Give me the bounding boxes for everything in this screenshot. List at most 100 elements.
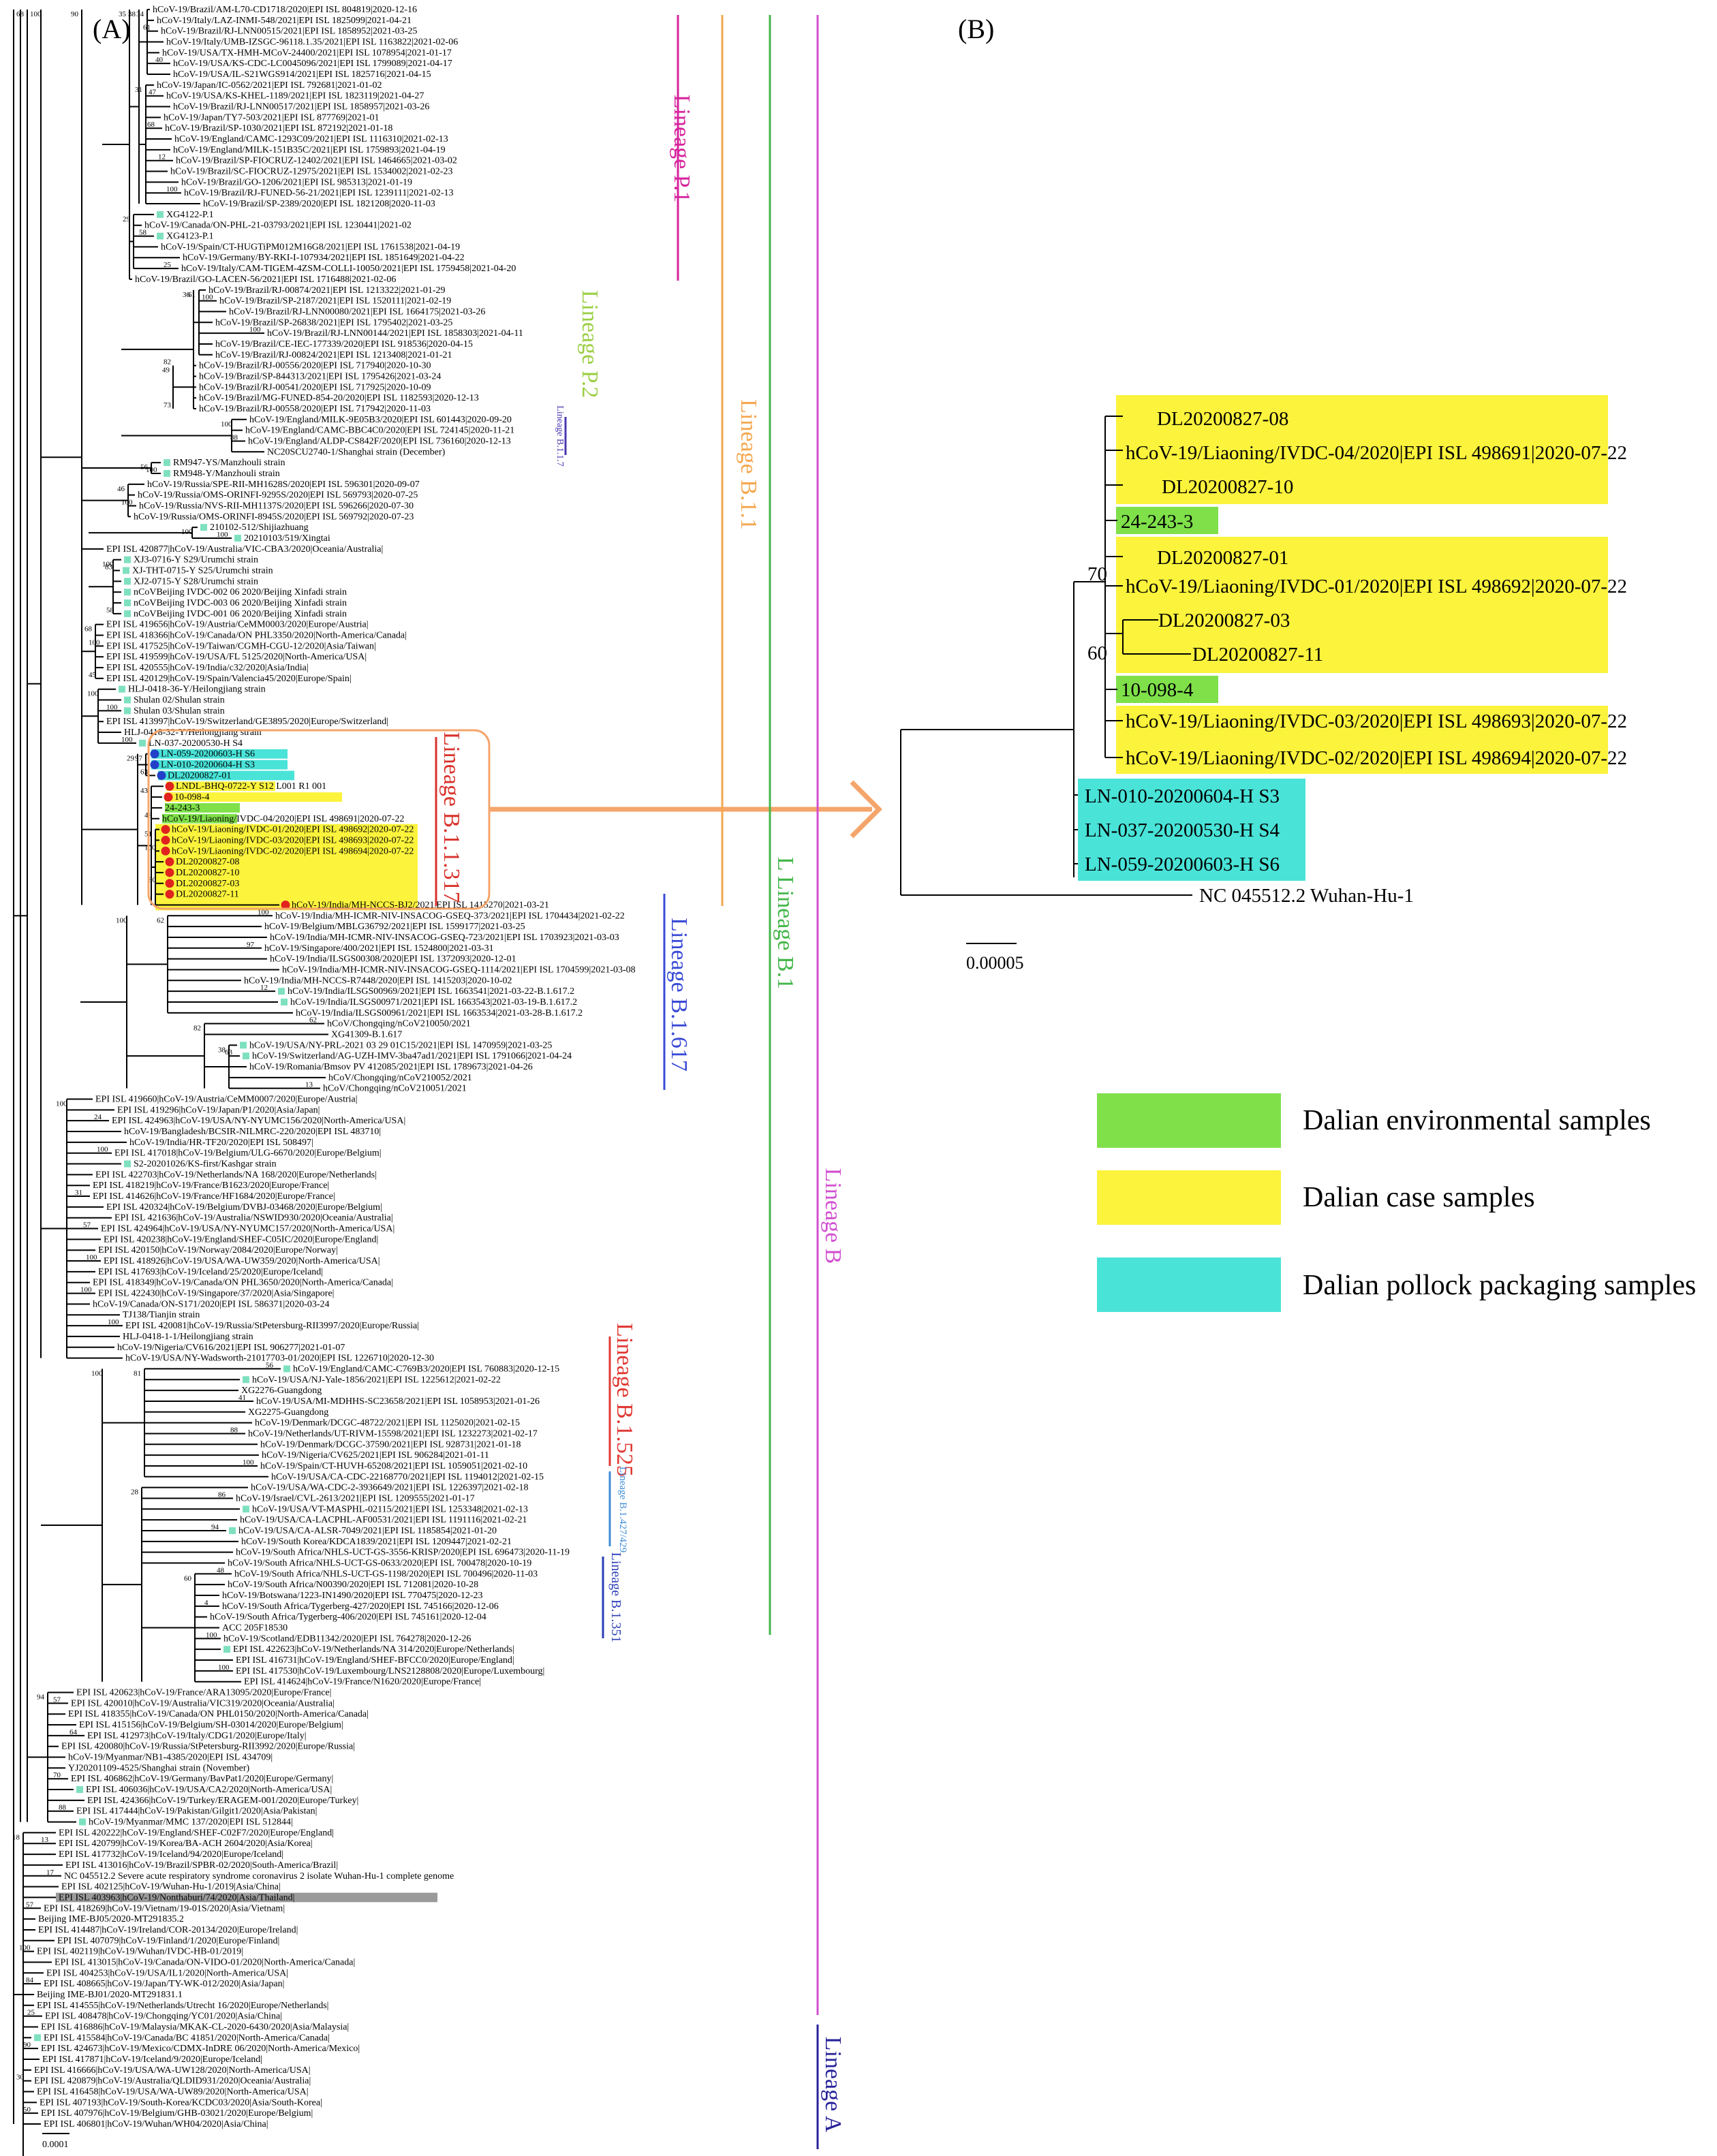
- tip-label: hCoV/Chongqing/nCoV210050/2021: [327, 1019, 471, 1029]
- sample-square: [283, 1365, 290, 1373]
- tip-label: EPI ISL 415584|hCoV-19/Canada/BC 41851/2…: [44, 2033, 330, 2043]
- bootstrap-value: 43: [140, 787, 149, 795]
- bootstrap-value: 82: [164, 358, 171, 366]
- tip-label: DL20200827-03: [176, 879, 239, 889]
- lineage-label-b11317: Lineage B.1.1.317: [439, 732, 464, 903]
- tip-label: hCoV-19/Brazil/SP-844313/2021|EPI ISL 17…: [199, 371, 441, 381]
- tip-label: hCoV-19/Myanmar/MMC 137/2020|EPI ISL 512…: [89, 1817, 293, 1828]
- panel-a-highlights: [56, 749, 437, 1903]
- tip-label: Beijing IME-BJ01/2020-MT291831.1: [37, 1990, 183, 2000]
- panel-b-tip: DL20200827-08: [1157, 408, 1288, 430]
- sample-square: [200, 524, 207, 531]
- tip-label: hCoV-19/Brazil/RJ-00558/2020|EPI ISL 717…: [199, 404, 431, 414]
- tip-label: EPI ISL 407193|hCoV-19/South-Korea/KCDC0…: [40, 2097, 322, 2108]
- scale-bar-b-label: 0.00005: [966, 953, 1024, 973]
- sample-square: [234, 535, 241, 542]
- tip-label: hCoV-19/Brazil/SP-FIOCRUZ-12402/2021|EPI…: [176, 156, 457, 166]
- bootstrap-value: 31: [75, 1189, 82, 1197]
- bootstrap-value: 100: [221, 420, 232, 428]
- bootstrap-value: 94: [37, 1693, 45, 1702]
- tip-label: hCoV-19/Israel/CVL-2613/2021|EPI ISL 120…: [236, 1493, 475, 1503]
- bootstrap-value: 61: [143, 24, 151, 32]
- tip-label: EPI ISL 424964|hCoV-19/USA/NY-NYUMC157/2…: [101, 1224, 395, 1234]
- tip-label: DL20200827-11: [176, 890, 239, 900]
- lineage-label-p2: Lineage P.2: [577, 290, 602, 399]
- panel-b-tip: LN-010-20200604-H S3: [1085, 785, 1280, 807]
- bootstrap-value: 46: [117, 485, 125, 493]
- bootstrap-value: 13: [305, 1081, 313, 1089]
- tip-label: XG41309-B.1.617: [331, 1029, 402, 1040]
- tip-label: hCoV-19/Scotland/EDB11342/2020|EPI ISL 7…: [223, 1634, 471, 1644]
- tip-label: EPI ISL 420238|hCoV-19/England/SHEF-C05I…: [104, 1234, 378, 1245]
- bootstrap-value: 45: [89, 671, 97, 679]
- tip-label: XG4122-P.1: [166, 210, 214, 220]
- panel-b-case-box-3: [1116, 706, 1608, 774]
- bootstrap-value: 36: [183, 291, 191, 299]
- tip-label: hCoV-19/England/MILK-9E05B3/2020|EPI ISL…: [249, 415, 512, 425]
- reference-highlight: [56, 1892, 437, 1903]
- tip-label: hCoV-19/USA/TX-HMH-MCoV-24400/2021|EPI I…: [162, 48, 452, 58]
- case-dot: [165, 781, 174, 791]
- tip-label: hCoV-19/South Korea/KDCA1839/2021|EPI IS…: [241, 1537, 512, 1547]
- sample-square: [124, 1160, 131, 1168]
- case-dot: [281, 900, 290, 909]
- tip-label: hCoV-19/USA/CA-ALSR-7049/2021|EPI ISL 11…: [238, 1526, 497, 1536]
- sample-square: [124, 589, 131, 596]
- tip-label: EPI ISL 420555|hCoV-19/India/c32/2020|As…: [106, 663, 309, 673]
- tip-label: hCoV-19/Brazil/MG-FUNED-854-20/2020|EPI …: [199, 393, 479, 403]
- bootstrap-value: 73: [164, 401, 172, 409]
- tip-label: hCoV-19/South Africa/NHLS-UCT-GS-0633/20…: [228, 1558, 531, 1568]
- tip-label: hCoV-19/Italy/LAZ-INMI-548/2021|EPI ISL …: [157, 16, 412, 26]
- tip-label: EPI ISL 406801|hCoV-19/Wuhan/WH04/2020|A…: [44, 2119, 268, 2129]
- tip-label: XJ-THT-0715-Y S25/Urumchi strain: [132, 566, 273, 576]
- tip-label: EPI ISL 408478|hCoV-19/Chongqing/YC01/20…: [45, 2012, 282, 2022]
- tip-label: hCoV-19/England/CAMC-BBC4C0/2020|EPI ISL…: [245, 426, 514, 436]
- bootstrap-value: 28: [131, 1488, 139, 1497]
- sample-square: [119, 685, 125, 693]
- tip-label: hCoV-19/Brazil/RJ-LNN00517/2021|EPI ISL …: [173, 102, 429, 112]
- panel-b-tip: LN-059-20200603-H S6: [1085, 854, 1280, 875]
- legend-swatch-case: [1097, 1170, 1281, 1225]
- tip-label: EPI ISL 418366|hCoV-19/Canada/ON PHL3350…: [106, 631, 407, 641]
- tip-label: hCoV-19/Brazil/RJ-FUNED-56-21/2021|EPI I…: [184, 188, 454, 198]
- tip-label: nCoVBeijing IVDC-002 06 2020/Beijing Xin…: [134, 587, 347, 597]
- bootstrap-value: 97: [247, 941, 255, 949]
- tip-label: Shulan 02/Shulan strain: [134, 696, 225, 706]
- bootstrap-value: 35: [119, 10, 127, 18]
- packaging-dot: [157, 770, 166, 780]
- panel-b-bootstrap: 60: [1087, 642, 1107, 664]
- bootstrap-value: 24: [94, 1113, 102, 1121]
- panel-a-branches: [13, 9, 328, 2156]
- bootstrap-value: 100: [218, 1663, 230, 1672]
- legend: Dalian environmental samples Dalian case…: [1097, 1093, 1696, 1312]
- tip-label: hCoV-19/USA/NY-PRL-2021 03 29 01C15/2021…: [249, 1040, 552, 1050]
- case-dot: [161, 846, 170, 856]
- tip-label: hCoV/Chongqing/nCoV210052/2021: [328, 1073, 472, 1083]
- bootstrap-value: 18: [12, 1833, 20, 1841]
- bootstrap-value: 90: [23, 2041, 31, 2049]
- sample-square: [164, 459, 170, 467]
- tip-label: EPI ISL 420010|hCoV-19/Australia/VIC319/…: [71, 1698, 335, 1708]
- tip-label: RM947-YS/Manzhouli strain: [173, 458, 285, 468]
- case-dot: [165, 890, 174, 899]
- tip-label: hCoV-19/Brazil/SP-2187/2021|EPI ISL 1520…: [219, 296, 451, 307]
- bootstrap-value: 25: [27, 2009, 35, 2017]
- tip-label: hCoV-19/Brazil/SP-2389/2020|EPI ISL 1821…: [203, 199, 435, 209]
- tip-label: hCoV-19/Italy/CAM-TIGEM-4ZSM-COLLI-10050…: [181, 264, 516, 274]
- panel-b-bootstrap: 70: [1087, 563, 1107, 585]
- tip-label: hCoV-19/USA/IL-S21WGS914/2021|EPI ISL 18…: [173, 69, 431, 80]
- tip-label: hCoV-19/Germany/BY-RKI-I-107934/2021|EPI…: [183, 253, 465, 263]
- sample-square: [157, 232, 164, 240]
- bootstrap-value: 56: [266, 1361, 274, 1369]
- bootstrap-value: 62: [157, 916, 164, 924]
- bootstrap-value: 41: [238, 1394, 246, 1402]
- legend-label-environmental: Dalian environmental samples: [1303, 1105, 1651, 1136]
- bootstrap-value: 100: [106, 703, 118, 711]
- tip-label: hCoV-19/Brazil/GO-LACEN-56/2021|EPI ISL …: [135, 275, 396, 285]
- tip-label: EPI ISL 416666|hCoV-19/USA/WA-UW128/2020…: [34, 2065, 311, 2076]
- tip-label: EPI ISL 406862|hCoV-19/Germany/BavPat1/2…: [71, 1774, 333, 1784]
- sample-square: [243, 1505, 249, 1513]
- sample-square: [124, 556, 131, 563]
- tip-label: hCoV-19/Canada/ON-PHL-21-03793/2021|EPI …: [144, 221, 412, 231]
- tip-label: EPI ISL 419599|hCoV-19/USA/FL 5125/2020|…: [106, 652, 367, 662]
